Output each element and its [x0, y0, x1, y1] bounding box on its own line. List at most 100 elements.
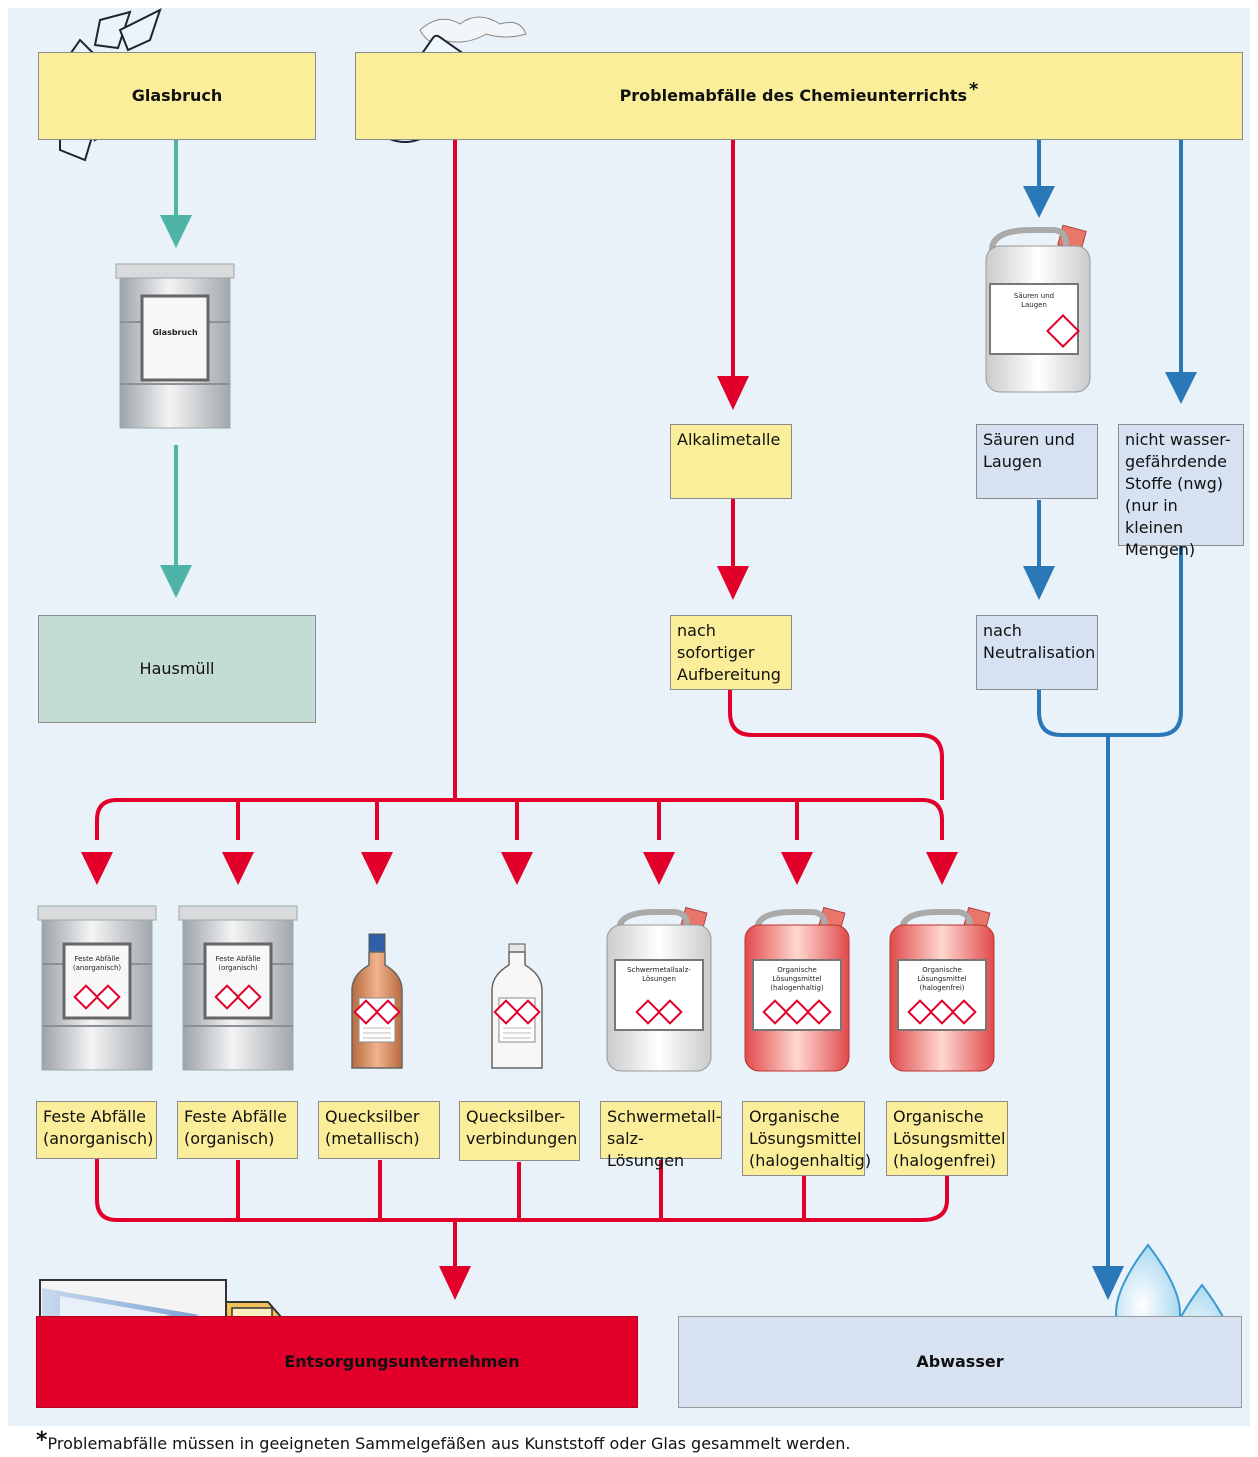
neutralisation-line-2: Neutralisation — [983, 643, 1096, 662]
container-label-text: Organische — [777, 966, 817, 974]
blue-arrowheads — [1023, 186, 1197, 1300]
box-label-line: Quecksilber- — [466, 1107, 566, 1126]
glasbruch-header: Glasbruch — [38, 52, 316, 140]
aufbereitung-line-2: sofortiger — [677, 643, 755, 662]
saeuren-canister-label-1: Säuren und — [1014, 292, 1054, 300]
hazard-pictogram-icon — [95, 984, 121, 1010]
neutralisation-line-1: nach — [983, 621, 1022, 640]
container-clear-bottle — [491, 943, 543, 1069]
abwasser-label: Abwasser — [916, 1352, 1004, 1371]
nwg-line-1: nicht wasser- — [1125, 430, 1231, 449]
red-flow-lines — [95, 140, 949, 1270]
blue-flow-lines — [1037, 140, 1183, 1270]
box-label-line: Quecksilber — [325, 1107, 420, 1126]
entsorgung-label: Entsorgungsunternehmen — [284, 1352, 520, 1371]
nwg-line-3: Stoffe (nwg) — [1125, 474, 1224, 493]
problem-header-title-wrap: Problemabfälle des Chemieunterrichts * — [620, 79, 979, 107]
box-label-line: (anorganisch) — [43, 1129, 154, 1148]
hazard-pictogram-icon — [784, 999, 810, 1025]
hazard-pictogram-icon — [375, 999, 401, 1025]
hausmuell-label: Hausmüll — [139, 659, 215, 678]
box-label-line: Feste Abfälle — [184, 1107, 287, 1126]
hazard-pictogram-icon — [762, 999, 788, 1025]
hausmuell-box: Hausmüll — [38, 615, 316, 723]
saeuren-canister-label-2: Laugen — [1021, 301, 1047, 309]
hazard-pictogram-icon — [907, 999, 933, 1025]
container-label-text: (anorganisch) — [73, 964, 122, 972]
nwg-box: nicht wasser- gefährdende Stoffe (nwg) (… — [1118, 424, 1244, 559]
hazard-pictogram-icon — [73, 984, 99, 1010]
box-label-line: (halogenhaltig) — [749, 1151, 872, 1170]
footnote-text: Problemabfälle müssen in geeigneten Samm… — [47, 1434, 851, 1453]
red-arrowheads — [81, 376, 958, 1300]
saeuren-canister: Säuren und Laugen — [985, 224, 1091, 393]
nwg-line-2: gefährdende — [1125, 452, 1228, 471]
nwg-line-4: (nur in kleinen — [1125, 496, 1184, 537]
container-label-text: Lösungsmittel — [772, 975, 821, 983]
container-label-text: (halogenfrei) — [919, 984, 964, 992]
container-brown-bottle — [351, 933, 403, 1069]
box-feste-anorganisch: Feste Abfälle (anorganisch) — [36, 1101, 157, 1159]
problem-header: Problemabfälle des Chemieunterrichts * — [355, 52, 1243, 140]
abwasser-bar: Abwasser — [678, 1316, 1242, 1408]
container-drum: Feste Abfälle(anorganisch) — [37, 905, 157, 1071]
saeuren-line-1: Säuren und — [983, 430, 1075, 449]
box-feste-organisch: Feste Abfälle (organisch) — [177, 1101, 298, 1159]
box-label-line: (metallisch) — [325, 1129, 420, 1148]
entsorgung-bar: Entsorgungsunternehmen — [36, 1316, 638, 1408]
box-label-line: salz-Lösungen — [607, 1129, 685, 1170]
box-label-line: Lösungsmittel — [893, 1129, 1006, 1148]
box-quecksilber-verbindungen: Quecksilber- verbindungen — [459, 1101, 580, 1161]
hazard-pictogram-icon — [806, 999, 832, 1025]
hazard-pictogram-icon — [929, 999, 955, 1025]
box-label-line: (halogenfrei) — [893, 1151, 996, 1170]
container-drum: Feste Abfälle(organisch) — [178, 905, 298, 1071]
saeuren-box: Säuren und Laugen — [976, 424, 1098, 499]
container-label-text: Feste Abfälle — [74, 955, 119, 963]
hazard-pictogram-icon — [635, 999, 661, 1025]
hazard-pictogram-icon — [515, 999, 541, 1025]
alkalimetalle-label: Alkalimetalle — [677, 430, 781, 449]
box-label-line: Organische — [749, 1107, 840, 1126]
aufbereitung-box: nach sofortiger Aufbereitung — [670, 615, 792, 690]
hazard-pictogram-icon — [657, 999, 683, 1025]
glasbruch-header-title: Glasbruch — [131, 86, 223, 105]
box-schwermetallsalz: Schwermetall- salz-Lösungen — [600, 1101, 722, 1170]
neutralisation-box: nach Neutralisation — [976, 615, 1098, 690]
footnote-star: * — [36, 1428, 48, 1453]
hazard-pictogram-icon — [493, 999, 519, 1025]
box-label-line: Schwermetall- — [607, 1107, 722, 1126]
box-label-line: (organisch) — [184, 1129, 275, 1148]
hazard-pictogram-icon — [353, 999, 379, 1025]
hazard-pictogram-icon — [236, 984, 262, 1010]
problem-header-star: * — [969, 79, 979, 100]
box-label-line: Feste Abfälle — [43, 1107, 146, 1126]
aufbereitung-line-3: Aufbereitung — [677, 665, 781, 684]
box-organische-halogenhaltig: Organische Lösungsmittel (halogenhaltig) — [742, 1101, 872, 1176]
aufbereitung-line-1: nach — [677, 621, 716, 640]
box-organische-halogenfrei: Organische Lösungsmittel (halogenfrei) — [886, 1101, 1008, 1176]
container-label-text: Lösungsmittel — [917, 975, 966, 983]
footnote: *Problemabfälle müssen in geeigneten Sam… — [36, 1428, 850, 1453]
nwg-line-5: Mengen) — [1125, 540, 1196, 559]
box-label-line: Lösungsmittel — [749, 1129, 862, 1148]
hazard-pictogram-icon — [951, 999, 977, 1025]
glasbruch-drum-label: Glasbruch — [152, 328, 198, 337]
container-label-text: Organische — [922, 966, 962, 974]
alkalimetalle-box: Alkalimetalle — [670, 424, 792, 499]
container-label-text: Feste Abfälle — [215, 955, 260, 963]
box-quecksilber-metallisch: Quecksilber (metallisch) — [318, 1101, 440, 1159]
container-label-text: Lösungen — [642, 975, 676, 983]
container-label-text: Schwermetallsalz- — [627, 966, 691, 974]
hazard-pictogram-icon — [214, 984, 240, 1010]
container-label-text: (halogenhaltig) — [770, 984, 824, 992]
container-white-canister: Schwermetallsalz-Lösungen — [606, 906, 712, 1072]
box-label-line: verbindungen — [466, 1129, 578, 1148]
saeuren-line-2: Laugen — [983, 452, 1042, 471]
glasbruch-drum: Glasbruch — [115, 263, 235, 429]
collection-containers: Feste Abfälle(anorganisch)Feste Abfälle(… — [37, 905, 995, 1072]
container-label-text: (organisch) — [218, 964, 258, 972]
